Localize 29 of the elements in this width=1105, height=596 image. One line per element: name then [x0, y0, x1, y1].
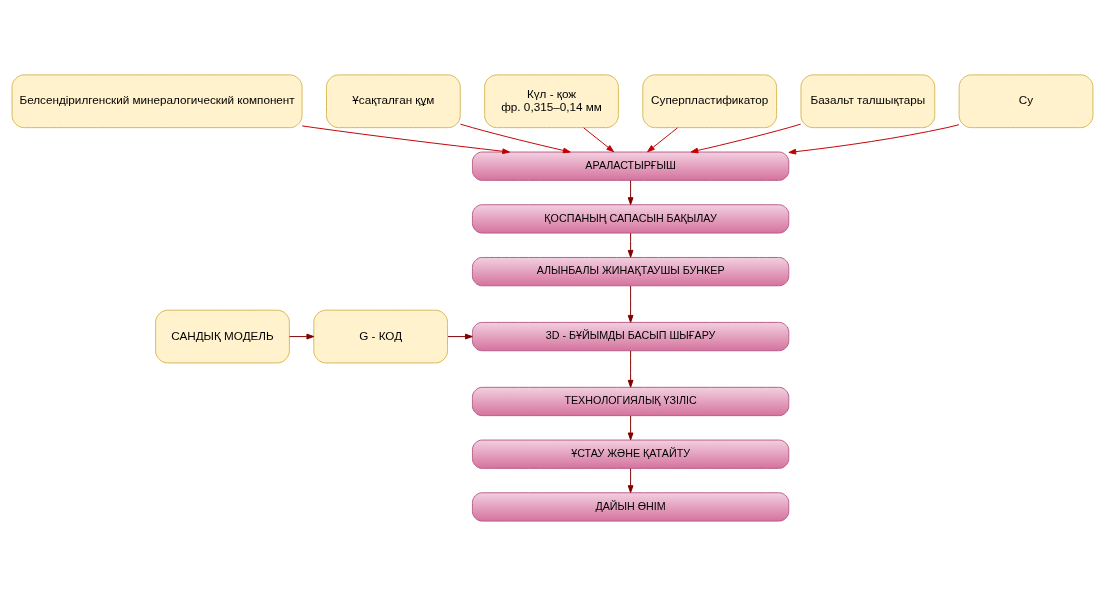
- arrow: [788, 124, 960, 155]
- arrow: [460, 123, 571, 154]
- node-box: G - КОД: [313, 309, 449, 364]
- node-box: Суперпластификатор: [642, 74, 778, 129]
- node-box: Күл - қож фр. 0,315–0,14 мм: [484, 74, 619, 129]
- arrow: [627, 180, 634, 205]
- node-box: Су: [958, 74, 1094, 129]
- node-box: АЛЫНБАЛЫ ЖИНАҚТАУШЫ БУНКЕР: [471, 257, 790, 287]
- node-box: ТЕХНОЛОГИЯЛЫҚ ҮЗІЛІС: [471, 386, 790, 417]
- arrow: [289, 333, 315, 340]
- arrow: [627, 350, 634, 388]
- arrow: [627, 468, 634, 494]
- node-box: АРАЛАСТЫРҒЫШ: [471, 151, 790, 181]
- node-box: Ұсақталған құм: [326, 74, 461, 129]
- node-box: Базальт талшықтары: [800, 74, 936, 129]
- node-box: Белсендірилгенский минералогический компонент: [11, 74, 303, 129]
- arrow: [690, 123, 802, 154]
- node-box: ДАЙЫН ӨНІМ: [471, 492, 790, 522]
- arrow: [627, 415, 634, 441]
- arrow: [447, 333, 473, 340]
- arrow: [627, 232, 634, 258]
- arrow: [301, 125, 510, 155]
- arrow: [583, 127, 615, 153]
- node-box: 3D - БҰЙЫМДЫ БАСЫП ШЫҒАРУ: [471, 321, 790, 352]
- node-box: ҚОСПАНЫҢ САПАСЫН БАҚЫЛАУ: [471, 204, 790, 234]
- arrow: [647, 127, 678, 153]
- node-box: САНДЫҚ МОДЕЛЬ: [155, 309, 290, 364]
- arrow: [627, 285, 634, 323]
- node-box: ҰСТАУ ЖӘНЕ ҚАТАЙТУ: [471, 439, 790, 469]
